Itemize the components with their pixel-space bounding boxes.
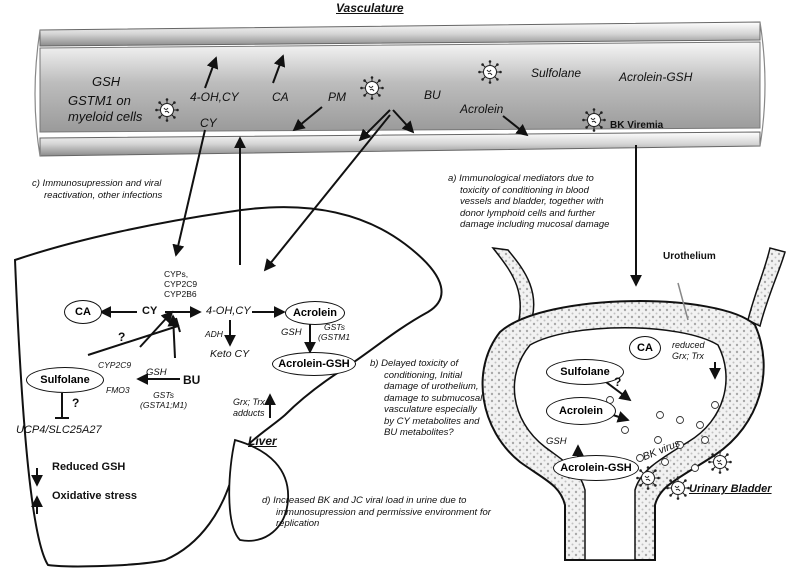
liver-sulfolane-node: Sulfolane	[26, 367, 104, 393]
arrows	[31, 54, 721, 514]
virus-icon	[665, 475, 691, 501]
liver-gsh-a: GSH	[281, 327, 302, 338]
bladder-acrolein-node: Acrolein	[546, 397, 616, 425]
liver-oxidative-stress: Oxidative stress	[52, 490, 137, 502]
bladder-drawing	[481, 247, 786, 561]
bladder-reduced-grx: reduced Grx; Trx	[672, 340, 705, 361]
liver-cyp2c9: CYP2C9	[98, 360, 132, 370]
vessel-gsh: GSH	[92, 74, 121, 89]
liver-oh-cy: 4-OH,CY	[206, 305, 251, 317]
vessel-bk-viremia: BK Viremia	[610, 120, 664, 131]
vessel-pm: PM	[328, 90, 346, 104]
virus-icon	[581, 107, 607, 133]
note-c: c) Immunosupression and viral reactivati…	[32, 178, 163, 201]
blood-vessel	[34, 21, 766, 157]
vessel-bu: BU	[424, 88, 441, 102]
vessel-gstm1: GSTM1 on	[68, 93, 131, 108]
gallbladder-outline	[228, 438, 289, 542]
liver-reduced-gsh: Reduced GSH	[52, 461, 126, 473]
bladder-question: ?	[614, 375, 622, 389]
virus-icon	[635, 465, 661, 491]
liver-ca-node: CA	[64, 300, 102, 324]
liver-question-2: ?	[72, 396, 80, 410]
liver-question-1: ?	[118, 330, 126, 344]
liver-acrolein-node: Acrolein	[285, 301, 345, 325]
virus-icon	[154, 97, 180, 123]
bladder-gsh: GSH	[546, 436, 567, 447]
liver-gsh-b: GSH	[146, 367, 167, 378]
liver-enzymes: CYPs, CYP2C9 CYP2B6	[164, 269, 198, 299]
inhibitor-lines	[55, 317, 181, 419]
title-liver: Liver	[248, 434, 277, 448]
bladder-ca-node: CA	[629, 336, 661, 360]
bladder-sulfolane-node: Sulfolane	[546, 359, 624, 385]
title-urinary-bladder: Urinary Bladder	[689, 483, 772, 495]
title-vasculature: Vasculature	[336, 1, 404, 15]
note-a: a) Immunological mediators due to toxici…	[448, 173, 610, 230]
vessel-myeloid: myeloid cells	[68, 109, 143, 124]
liver-adh: ADH	[205, 329, 223, 339]
bladder-acrolein-gsh-node: Acrolein-GSH	[553, 455, 639, 481]
liver-acrolein-gsh-node: Acrolein-GSH	[272, 352, 356, 376]
vessel-acrolein: Acrolein	[460, 102, 504, 116]
liver-ucp: UCP4/SLC25A27	[16, 424, 102, 436]
note-b: b) Delayed toxicity of conditioning, Ini…	[370, 358, 483, 438]
liver-outline	[13, 206, 443, 568]
liver-fmo3: FMO3	[106, 385, 130, 395]
liver-gsts-a: GSTs (GSTM1	[318, 322, 351, 342]
bladder-urothelium: Urothelium	[663, 251, 716, 262]
liver-keto-cy: Keto CY	[210, 348, 250, 360]
virus-icon	[477, 59, 503, 85]
liver-cy: CY	[142, 305, 158, 317]
vessel-oh-cy: 4-OH,CY	[190, 90, 239, 104]
vessel-cy: CY	[200, 116, 217, 130]
liver-bu: BU	[183, 373, 201, 387]
virus-particles	[606, 396, 719, 472]
virus-icon	[359, 75, 385, 101]
virus-icon	[707, 449, 733, 475]
vessel-sulfolane: Sulfolane	[531, 66, 582, 80]
note-d: d) Increased BK and JC viral load in uri…	[262, 495, 491, 529]
liver-grx-trx: Grx; Trx adducts	[233, 397, 265, 418]
vessel-ca: CA	[272, 90, 289, 104]
liver-gsts-b: GSTs (GSTA1;M1)	[140, 390, 188, 410]
vessel-acrolein-gsh: Acrolein-GSH	[619, 70, 693, 84]
